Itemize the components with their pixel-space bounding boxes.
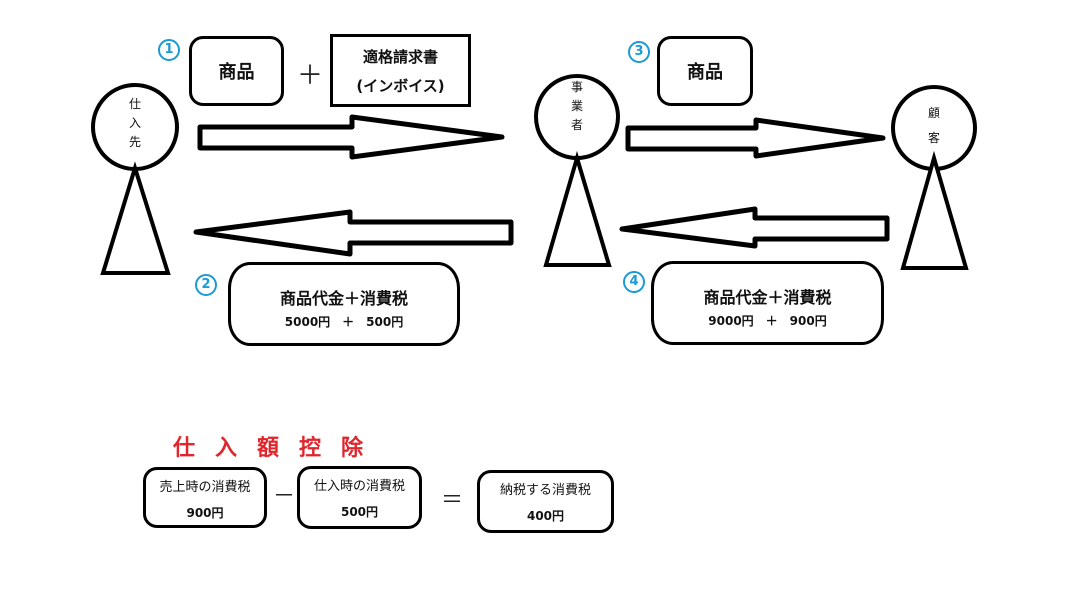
arrow-payment-to-business (619, 206, 890, 249)
step-4-payment-box: 商品代金＋消費税 9000円 ＋ 900円 (651, 261, 884, 345)
step-4-payment-amounts: 9000円 ＋ 900円 (708, 313, 827, 328)
customer-label-char: 顧 (927, 106, 940, 120)
deduction-title: 仕入額控除 (173, 436, 384, 461)
step-1-number-icon: 1 (157, 35, 181, 61)
purchase-tax-label: 仕入時の消費税 (313, 479, 405, 494)
supplier-label-char: 先 (128, 135, 141, 149)
business-figure (534, 74, 620, 267)
step-1-goods-box: 商品 (189, 36, 284, 106)
step-4-payment-title: 商品代金＋消費税 (703, 287, 832, 307)
supplier-body (100, 161, 171, 275)
supplier-label: 仕 入 先 (127, 95, 143, 152)
step-3-goods-box: 商品 (657, 36, 753, 106)
customer-body (900, 150, 969, 270)
plus-sign: ＋ (297, 61, 324, 91)
equals-sign: ＝ (441, 488, 464, 513)
customer-label-char: 客 (927, 131, 940, 145)
supplier-figure (91, 83, 179, 275)
supplier-label-char: 入 (128, 116, 141, 130)
customer-label: 顧 客 (926, 101, 942, 151)
purchase-tax-box: 仕入時の消費税 500円 (297, 466, 422, 529)
sales-tax-value: 900円 (186, 506, 224, 520)
invoice-title: 適格請求書 (362, 47, 438, 66)
step-3-goods-label: 商品 (687, 62, 723, 83)
business-label-char: 事 (570, 80, 583, 94)
sales-tax-box: 売上時の消費税 900円 (143, 467, 267, 528)
arrow-goods-to-customer (625, 117, 886, 159)
business-label-char: 業 (570, 99, 583, 113)
step-2-payment-box: 商品代金＋消費税 5000円 ＋ 500円 (228, 262, 460, 346)
business-label-char: 者 (570, 118, 583, 132)
arrow-payment-to-supplier (193, 209, 514, 257)
sales-tax-label: 売上時の消費税 (159, 480, 251, 495)
payable-tax-label: 納税する消費税 (499, 483, 591, 498)
minus-sign: － (273, 484, 296, 509)
invoice-subtitle: (インボイス) (356, 76, 445, 95)
payable-tax-value: 400円 (526, 509, 565, 523)
business-label: 事 業 者 (569, 78, 585, 135)
step-1-goods-label: 商品 (218, 62, 255, 83)
purchase-tax-value: 500円 (340, 505, 379, 519)
step-2-payment-title: 商品代金＋消費税 (279, 288, 408, 308)
payable-tax-box: 納税する消費税 400円 (477, 470, 614, 533)
step-4-number-icon: 4 (622, 267, 646, 293)
step-2-payment-amounts: 5000円 ＋ 500円 (284, 314, 404, 329)
business-body (543, 150, 612, 267)
supplier-label-char: 仕 (128, 97, 141, 111)
invoice-box: 適格請求書 (インボイス) (330, 34, 471, 107)
step-2-number-icon: 2 (194, 270, 218, 296)
arrow-goods-to-business (197, 114, 505, 160)
step-3-number-icon: 3 (627, 37, 651, 63)
customer-figure (891, 85, 977, 270)
